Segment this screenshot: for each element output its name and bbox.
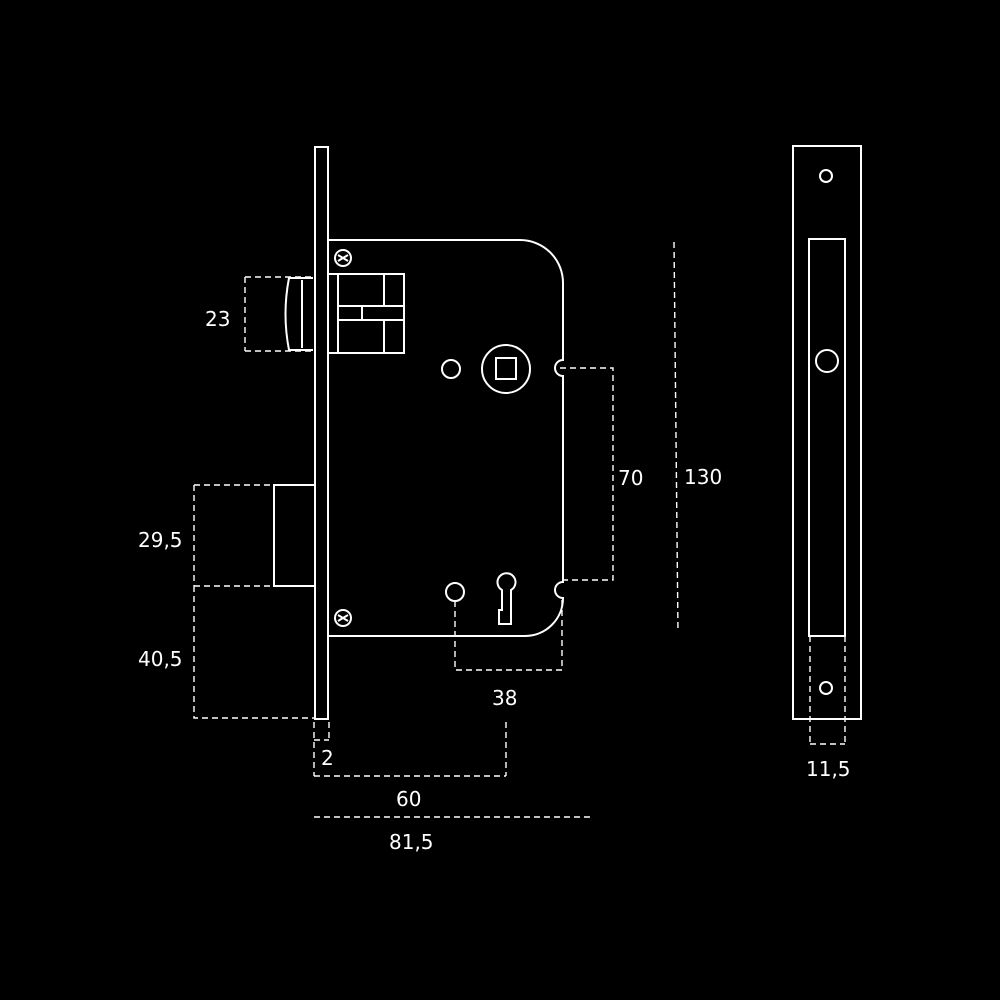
front-faceplate bbox=[792, 145, 862, 720]
front-view bbox=[792, 145, 862, 720]
label-keyhole-offset: 38 bbox=[492, 686, 517, 710]
fixing-hole bbox=[819, 681, 833, 695]
label-backset: 60 bbox=[396, 787, 421, 811]
label-center-distance: 70 bbox=[618, 466, 643, 490]
lock-case bbox=[328, 239, 565, 637]
keyhole-icon bbox=[496, 572, 517, 625]
bolt-opening bbox=[808, 238, 846, 637]
latch-tail bbox=[327, 273, 405, 354]
fixing-hole bbox=[819, 169, 833, 183]
screw-icon bbox=[334, 249, 352, 267]
faceplate bbox=[314, 146, 329, 720]
label-deadbolt-height: 29,5 bbox=[138, 528, 183, 552]
dimension-lines bbox=[193, 241, 846, 818]
fixing-hole bbox=[445, 582, 465, 602]
label-faceplate-width: 11,5 bbox=[806, 757, 851, 781]
fixing-hole bbox=[441, 359, 461, 379]
latch-opening bbox=[815, 349, 839, 373]
latch-bolt bbox=[284, 277, 313, 351]
spindle-hole-icon bbox=[481, 344, 531, 394]
label-deadbolt-to-bottom: 40,5 bbox=[138, 647, 183, 671]
side-view bbox=[273, 146, 565, 720]
label-case-depth: 81,5 bbox=[389, 830, 434, 854]
dimension-labels: 23 29,5 40,5 2 60 81,5 70 130 38 11,5 bbox=[138, 307, 851, 854]
label-latch-height: 23 bbox=[205, 307, 230, 331]
label-faceplate-thickness: 2 bbox=[321, 746, 334, 770]
deadbolt bbox=[273, 484, 316, 587]
label-case-height: 130 bbox=[684, 465, 722, 489]
screw-icon bbox=[334, 609, 352, 627]
